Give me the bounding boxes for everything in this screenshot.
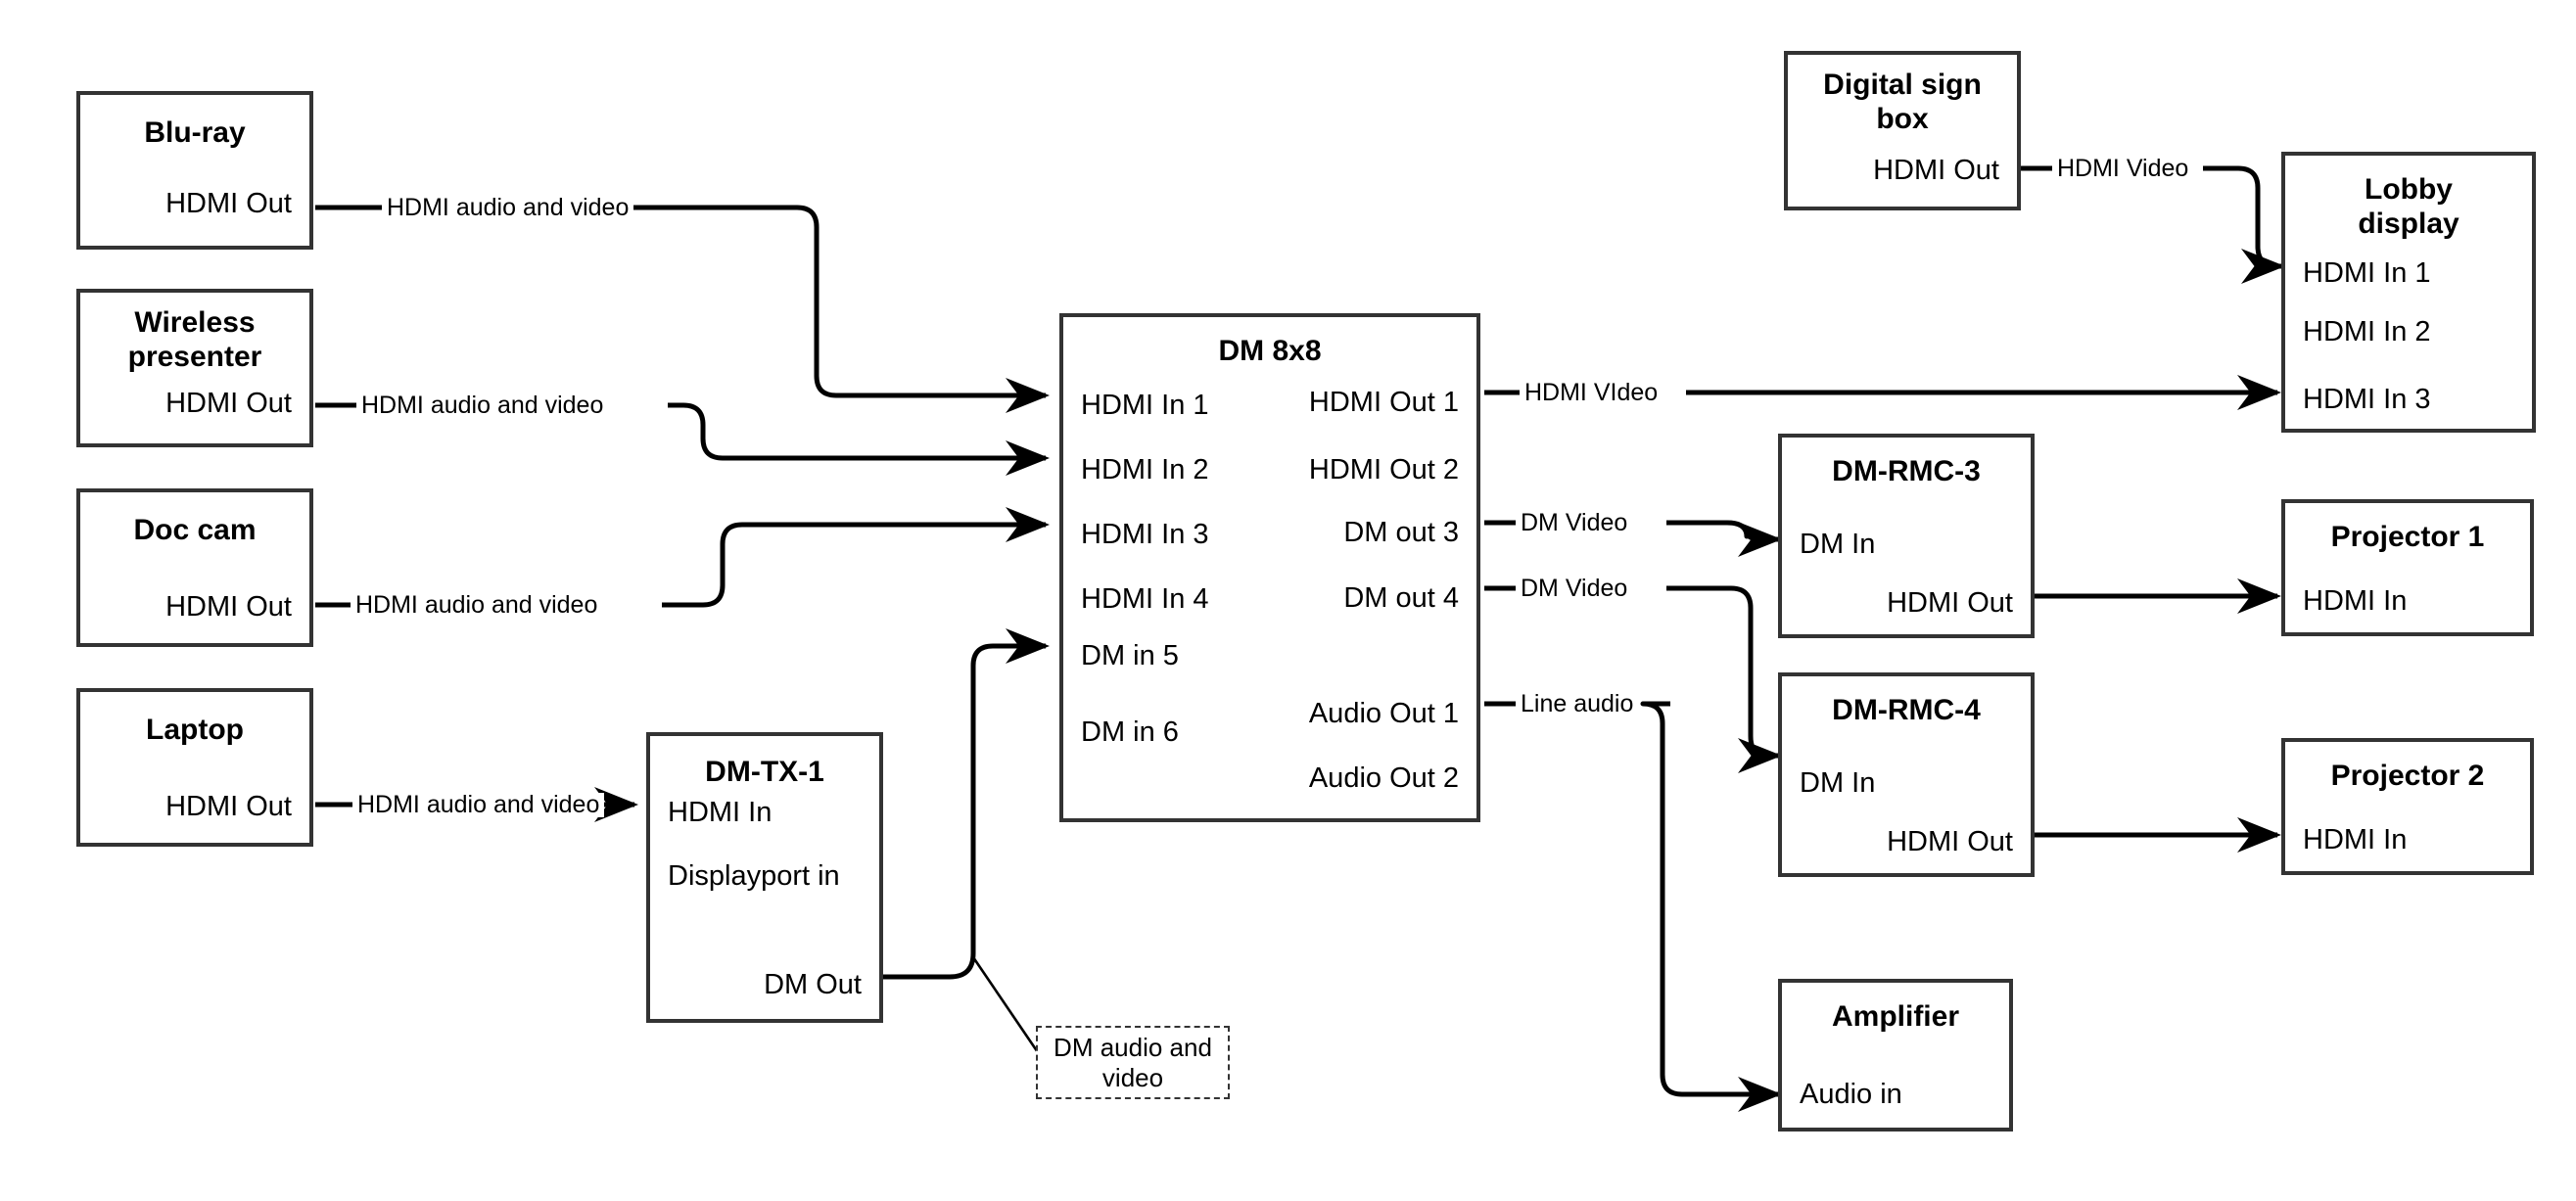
port-lobby-display-hdmi-in-3: HDMI In 3: [2303, 384, 2431, 415]
port-dm-rmc-4-dm-in: DM In: [1800, 767, 1876, 799]
port-dm-8x8-dm-in-5: DM in 5: [1081, 640, 1179, 671]
port-dm-rmc-3-dm-in: DM In: [1800, 529, 1876, 560]
node-title-wireless-presenter-line1: Wireless: [134, 306, 256, 339]
port-doc-cam-hdmi-out: HDMI Out: [165, 591, 292, 623]
port-laptop-hdmi-out: HDMI Out: [165, 791, 292, 822]
node-doc-cam[interactable]: Doc cam HDMI Out: [76, 488, 313, 647]
node-title-dm-rmc-3: DM-RMC-3: [1832, 455, 1981, 487]
wire-label-dm-out4-to-rmc4: DM Video: [1516, 577, 1633, 601]
node-dm-rmc-3[interactable]: DM-RMC-3 DM In HDMI Out: [1778, 434, 2035, 638]
port-dm-8x8-audio-out-2: Audio Out 2: [1308, 762, 1459, 794]
node-projector-1[interactable]: Projector 1 HDMI In: [2281, 499, 2534, 636]
node-title-wireless-presenter-line2: presenter: [127, 341, 262, 373]
node-title-doc-cam: Doc cam: [133, 514, 257, 546]
node-laptop[interactable]: Laptop HDMI Out: [76, 688, 313, 847]
port-wireless-presenter-hdmi-out: HDMI Out: [165, 388, 292, 419]
node-title-digital-sign-box-line1: Digital sign: [1823, 69, 1982, 101]
node-title-digital-sign-box-line2: box: [1876, 103, 1929, 135]
port-dm-8x8-hdmi-out-1: HDMI Out 1: [1308, 387, 1459, 418]
port-dm-rmc-4-hdmi-out: HDMI Out: [1887, 826, 2013, 857]
node-title-blu-ray: Blu-ray: [144, 116, 246, 149]
port-dm-rmc-3-hdmi-out: HDMI Out: [1887, 587, 2013, 619]
port-blu-ray-hdmi-out: HDMI Out: [165, 188, 292, 219]
port-projector-1-hdmi-in: HDMI In: [2303, 585, 2408, 617]
port-lobby-display-hdmi-in-2: HDMI In 2: [2303, 316, 2431, 347]
node-projector-2[interactable]: Projector 2 HDMI In: [2281, 738, 2534, 875]
port-dm-8x8-hdmi-out-2: HDMI Out 2: [1308, 454, 1459, 485]
port-dm-tx-1-dm-out: DM Out: [764, 969, 862, 1000]
wire-label-laptop-to-tx: HDMI audio and video: [352, 793, 605, 817]
node-blu-ray[interactable]: Blu-ray HDMI Out: [76, 91, 313, 250]
port-dm-8x8-dm-out-4: DM out 4: [1343, 582, 1459, 614]
node-title-laptop: Laptop: [146, 714, 244, 746]
node-title-lobby-display-line1: Lobby: [2365, 173, 2453, 206]
wire-digitalsign-to-lobby-hdmi-in-1: [2021, 165, 2281, 266]
wire-label-bluray-to-dm: HDMI audio and video: [382, 196, 634, 220]
callout-dm-audio-and-video: DM audio and video: [1036, 1026, 1230, 1099]
wire-wireless-to-dm-hdmi-in-2: [315, 402, 1046, 458]
node-title-dm-tx-1: DM-TX-1: [705, 756, 824, 788]
node-wireless-presenter[interactable]: Wireless presenter HDMI Out: [76, 289, 313, 447]
node-title-projector-2: Projector 2: [2330, 760, 2485, 792]
wire-label-sign-to-lobby: HDMI Video: [2052, 157, 2194, 181]
node-lobby-display[interactable]: Lobby display HDMI In 1 HDMI In 2 HDMI I…: [2281, 152, 2536, 433]
port-dm-8x8-hdmi-in-2: HDMI In 2: [1081, 454, 1209, 485]
wire-label-dm-out3-to-rmc3: DM Video: [1516, 511, 1633, 535]
wire-label-doccam-to-dm: HDMI audio and video: [351, 593, 603, 618]
port-dm-8x8-audio-out-1: Audio Out 1: [1308, 698, 1459, 729]
leader-line-dm-audio-video: [971, 956, 1046, 1062]
wire-dmtx1-to-dm-in-5: [883, 628, 1050, 980]
node-title-projector-1: Projector 1: [2330, 521, 2485, 553]
port-dm-tx-1-hdmi-in: HDMI In: [668, 797, 773, 828]
node-dm-rmc-4[interactable]: DM-RMC-4 DM In HDMI Out: [1778, 672, 2035, 877]
wire-label-dm-hdmiout1-to-lobby: HDMI VIdeo: [1520, 381, 1663, 405]
node-title-amplifier: Amplifier: [1831, 1000, 1960, 1033]
node-title-dm-8x8: DM 8x8: [1218, 335, 1322, 367]
port-dm-8x8-dm-in-6: DM in 6: [1081, 716, 1179, 748]
wire-dm-audio-out-1-to-amplifier: [1484, 701, 1778, 1094]
wire-label-dm-audio-to-amp: Line audio: [1516, 692, 1639, 716]
port-amplifier-audio-in: Audio in: [1800, 1079, 1902, 1110]
port-dm-8x8-hdmi-in-3: HDMI In 3: [1081, 519, 1209, 550]
port-dm-8x8-hdmi-in-1: HDMI In 1: [1081, 390, 1209, 421]
wire-bluray-to-dm-hdmi-in-1: [315, 205, 1046, 395]
wire-label-wireless-to-dm: HDMI audio and video: [356, 393, 609, 418]
port-dm-8x8-hdmi-in-4: HDMI In 4: [1081, 583, 1209, 615]
wire-dm-out-4-to-rmc4-dm-in: [1484, 585, 1778, 756]
port-digital-sign-box-hdmi-out: HDMI Out: [1873, 155, 1999, 186]
port-dm-8x8-dm-out-3: DM out 3: [1343, 517, 1459, 548]
port-lobby-display-hdmi-in-1: HDMI In 1: [2303, 257, 2431, 289]
node-dm-tx-1[interactable]: DM-TX-1 HDMI In Displayport in DM Out: [646, 732, 883, 1023]
node-amplifier[interactable]: Amplifier Audio in: [1778, 979, 2013, 1132]
port-projector-2-hdmi-in: HDMI In: [2303, 824, 2408, 855]
node-title-lobby-display-line2: display: [2358, 208, 2459, 240]
port-dm-tx-1-displayport-in: Displayport in: [668, 860, 840, 892]
node-dm-8x8[interactable]: DM 8x8 HDMI In 1 HDMI In 2 HDMI In 3 HDM…: [1059, 313, 1480, 822]
node-digital-sign-box[interactable]: Digital sign box HDMI Out: [1784, 51, 2021, 210]
node-title-dm-rmc-4: DM-RMC-4: [1832, 694, 1981, 726]
